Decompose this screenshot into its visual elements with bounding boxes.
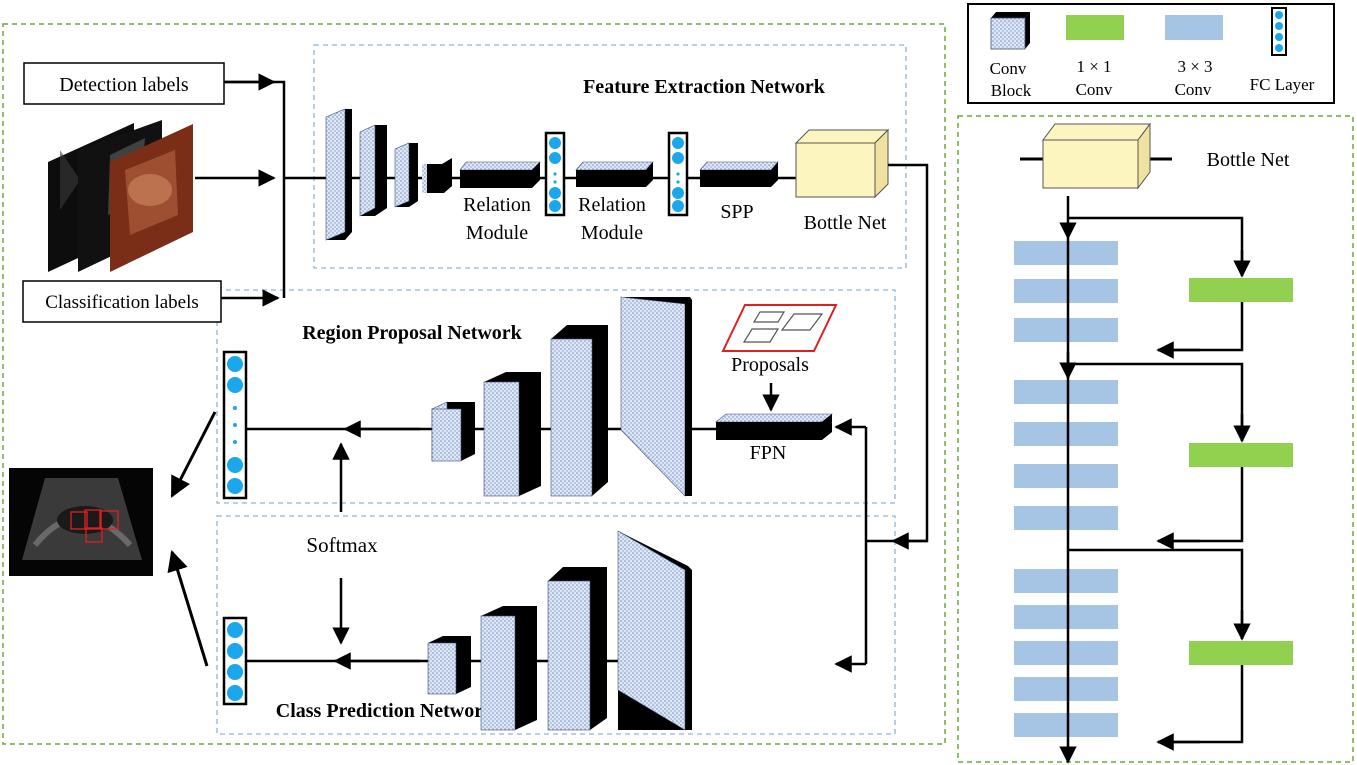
proposals-icon (721, 304, 838, 352)
bottle-net-block (794, 128, 890, 199)
rpn-conv-block-2 (483, 372, 541, 497)
bottle-net-detail-frame (957, 115, 1354, 763)
bottle-detail-block (1020, 122, 1172, 190)
rpn-conv-block-1 (431, 401, 475, 462)
cpn-conv-block-3 (547, 567, 607, 731)
legend-conv-block-line1: Conv (990, 59, 1027, 78)
cpn-output-arrow (167, 549, 209, 667)
softmax-label: Softmax (306, 533, 378, 557)
fc-layer-1 (544, 131, 566, 217)
main-network-frame (2, 23, 946, 745)
classification-labels-box (22, 280, 222, 323)
legend-conv1x1-line1: 1 × 1 (1076, 57, 1111, 76)
cpn-conv-block-4 (617, 530, 692, 731)
region-proposal-title: Region Proposal Network (302, 322, 522, 344)
feature-conv-block-4 (422, 158, 452, 193)
bottle-net-routing (834, 163, 929, 673)
relation-module-2-line2: Module (581, 222, 643, 244)
rpn-conv-block-4 (620, 296, 692, 497)
fc-layer-icon (1271, 7, 1287, 56)
detection-labels-box (23, 62, 225, 105)
feature-extraction-title: Feature Extraction Network (583, 76, 826, 98)
relation-module-1-line2: Module (466, 222, 528, 244)
cpn-fc-layer (222, 616, 248, 706)
region-proposal-frame (216, 289, 896, 504)
relation-module-1-line1: Relation (463, 194, 531, 216)
feature-extraction-frame (313, 44, 907, 269)
fc-layer-2 (667, 131, 689, 217)
bottle-detail-1x1-blocks (1189, 278, 1293, 665)
legend-conv3x3-line1: 3 × 3 (1177, 57, 1212, 76)
legend-conv-block-line2: Block (991, 81, 1032, 100)
cpn-conv-block-1 (427, 636, 471, 695)
feature-conv-block-2 (359, 124, 387, 217)
classification-labels-text: Classification labels (45, 292, 199, 313)
rpn-fc-layer (222, 350, 248, 500)
bottle-detail-3x3-blocks (1014, 241, 1118, 737)
bottle-detail-connectors (1059, 196, 1251, 764)
bottle-net-label: Bottle Net (804, 212, 887, 234)
conv1x1-swatch (1066, 15, 1124, 40)
class-prediction-frame (216, 515, 896, 735)
conv3x3-swatch (1165, 15, 1223, 40)
spp-label: SPP (720, 201, 753, 223)
relation-module-1-block (459, 161, 541, 188)
detection-labels-text: Detection labels (59, 74, 189, 96)
ultrasound-input-stack (48, 120, 193, 272)
input-connectors (195, 73, 326, 307)
feature-conv-block-3 (394, 142, 418, 208)
relation-module-2-block (575, 161, 654, 187)
spp-block (699, 161, 779, 187)
feature-conv-block-1 (325, 108, 352, 241)
rpn-conv-block-3 (550, 325, 608, 497)
fpn-block (715, 413, 833, 440)
rpn-output-arrow (170, 411, 217, 498)
fpn-label: FPN (750, 442, 787, 464)
legend-conv3x3-line2: Conv (1175, 80, 1212, 99)
legend-fc-layer: FC Layer (1250, 75, 1315, 94)
legend-conv1x1-line2: Conv (1076, 80, 1113, 99)
conv-block-icon (990, 12, 1030, 50)
bottle-detail-label: Bottle Net (1207, 149, 1290, 171)
cpn-conv-block-2 (480, 606, 537, 731)
proposals-label: Proposals (731, 354, 809, 376)
class-prediction-title: Class Prediction Network (276, 700, 495, 722)
relation-module-2-line1: Relation (578, 194, 646, 216)
ultrasound-output-image (9, 468, 153, 576)
